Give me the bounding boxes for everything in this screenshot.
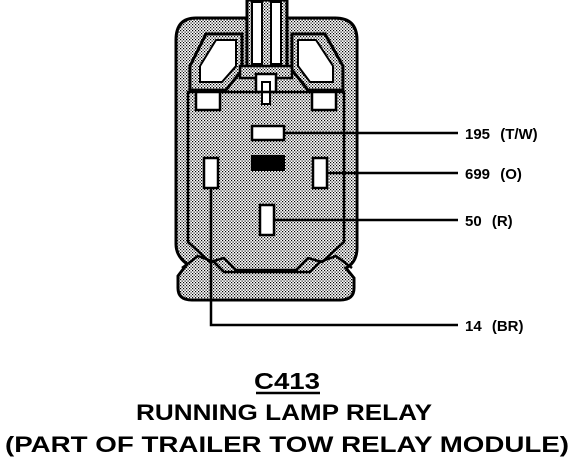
terminal-50 — [258, 203, 276, 237]
wire-circuit: 14 — [465, 318, 482, 335]
leader-lines — [209, 131, 458, 327]
wire-color: (T/W) — [500, 126, 537, 143]
corner-nub-right — [310, 88, 338, 112]
wire-circuit: 50 — [465, 213, 482, 230]
wire-color: (O) — [500, 166, 522, 183]
corner-nub-left — [194, 88, 222, 112]
lock-rib-inner-left — [199, 39, 237, 83]
wire-circuit: 195 — [465, 126, 490, 143]
terminal-195 — [250, 124, 286, 142]
connector-face — [186, 90, 346, 272]
latch-slot-left — [251, 1, 263, 65]
lock-rib-inner-right — [297, 39, 334, 83]
terminal-14 — [202, 156, 220, 190]
wire-label-14: 14 (BR) — [465, 318, 524, 335]
wire-color: (BR) — [492, 318, 524, 335]
wire-label-50: 50 (R) — [465, 213, 513, 230]
connector-name: RUNNING LAMP RELAY — [136, 400, 432, 425]
wire-color: (R) — [492, 213, 513, 230]
terminal-699 — [311, 156, 329, 190]
connector-body — [174, 0, 359, 302]
latch-slot-right — [270, 1, 282, 65]
wire-label-699: 699 (O) — [465, 166, 522, 183]
leader-line-14 — [209, 188, 458, 327]
terminals — [202, 124, 329, 237]
connector-id: C413 — [254, 368, 320, 394]
terminal-blank — [251, 155, 285, 171]
wire-label-195: 195 (T/W) — [465, 126, 538, 143]
bottom-skirt — [181, 254, 353, 274]
wire-labels: 195 (T/W) 699 (O) 50 (R) 14 (BR) — [465, 126, 538, 335]
connector-subtitle: (PART OF TRAILER TOW RELAY MODULE) — [5, 432, 569, 457]
wire-circuit: 699 — [465, 166, 490, 183]
caption: C413 RUNNING LAMP RELAY (PART OF TRAILER… — [5, 368, 569, 457]
